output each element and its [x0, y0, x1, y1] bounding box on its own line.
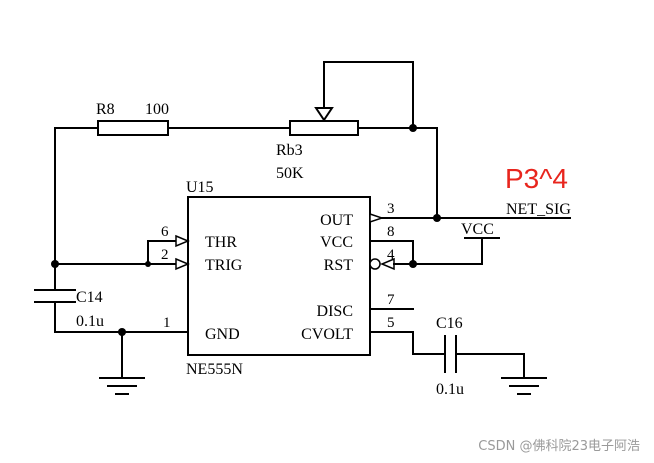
- ground-symbol: [501, 377, 547, 395]
- c14-capacitor: [34, 289, 76, 333]
- rb3-ref: Rb3: [276, 142, 303, 159]
- r8-value: 100: [145, 101, 169, 118]
- net-label: NET_SIG: [506, 201, 571, 218]
- rb3-potentiometer: [289, 61, 414, 136]
- pin-cvolt-number: 5: [387, 315, 395, 331]
- pin-trig-number: 2: [161, 247, 169, 263]
- c16-value: 0.1u: [436, 381, 464, 398]
- r8-ref: R8: [96, 101, 115, 118]
- ic-ref: U15: [186, 179, 214, 196]
- pin-gnd-name: GND: [205, 326, 240, 343]
- c16-capacitor: [444, 335, 525, 379]
- pin-rst-number: 4: [387, 247, 395, 263]
- pin-disc-number: 7: [387, 292, 395, 308]
- c14-value: 0.1u: [76, 313, 104, 330]
- pin-disc-name: DISC: [317, 303, 353, 320]
- ic-part: NE555N: [186, 361, 243, 378]
- pin-vcc-number: 8: [387, 224, 395, 240]
- pin-thr-lead: [147, 234, 190, 265]
- junction-dot: [145, 261, 151, 267]
- junction-dot: [51, 260, 59, 268]
- pin-annotation: P3^4: [505, 163, 568, 194]
- watermark: CSDN @佛科院23电子阿浩: [478, 439, 640, 454]
- c16-ref: C16: [436, 315, 463, 332]
- ground-symbol: [99, 331, 145, 395]
- pin-trig-lead: [54, 257, 190, 271]
- pin-rst-lead: [369, 237, 483, 271]
- pin-out-name: OUT: [320, 212, 353, 229]
- vcc-label: VCC: [461, 221, 494, 238]
- ic-body: [187, 196, 371, 356]
- junction-dot: [409, 124, 417, 132]
- pin-gnd-number: 1: [163, 315, 171, 331]
- c14-ref: C14: [76, 289, 103, 306]
- r8-resistor: [54, 120, 291, 136]
- pin-cvolt-lead: [369, 331, 446, 355]
- pin-cvolt-name: CVOLT: [301, 326, 353, 343]
- pin-out-number: 3: [387, 201, 395, 217]
- pin-out-lead: [369, 212, 571, 224]
- pin-thr-number: 6: [161, 224, 169, 240]
- pin-trig-name: TRIG: [205, 257, 243, 274]
- junction-dot: [409, 260, 417, 268]
- pin-thr-name: THR: [205, 234, 237, 251]
- pin-vcc-name: VCC: [320, 234, 353, 251]
- pin-rst-name: RST: [324, 257, 354, 274]
- rb3-value: 50K: [276, 165, 304, 182]
